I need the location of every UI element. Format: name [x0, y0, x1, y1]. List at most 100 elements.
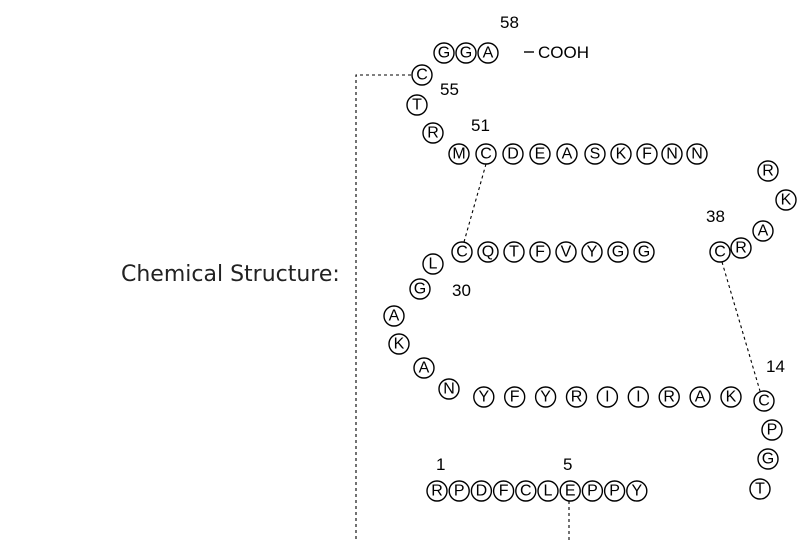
residue-letter: P	[587, 483, 598, 500]
residue-circle	[720, 386, 742, 408]
residue: N	[661, 143, 683, 165]
residue-letter: A	[483, 45, 494, 62]
residue: G	[633, 241, 655, 263]
residue-letter: F	[535, 244, 545, 261]
residue: C	[411, 64, 433, 86]
residue: F	[504, 386, 526, 408]
residue: K	[610, 143, 632, 165]
residue: A	[752, 220, 774, 242]
residue-circle	[626, 480, 648, 502]
residue: R	[426, 480, 448, 502]
residue-letter: F	[510, 389, 520, 406]
residue: V	[555, 241, 577, 263]
residue: G	[433, 42, 455, 64]
residue: K	[388, 333, 410, 355]
residue-letter: P	[454, 483, 465, 500]
residue-letter: L	[544, 483, 553, 500]
residue-letter: T	[509, 244, 519, 261]
residue-circle	[492, 480, 515, 502]
residue-letter: A	[419, 360, 430, 377]
residue-circle	[581, 480, 604, 502]
residue-circle	[584, 143, 606, 165]
residue: K	[775, 189, 797, 211]
residue: S	[584, 143, 606, 165]
residue-circle	[433, 42, 455, 64]
residue: E	[529, 143, 551, 165]
residue-circle	[559, 480, 581, 502]
residue: D	[470, 480, 493, 502]
residue-letter: T	[412, 97, 422, 114]
residue-circle	[475, 143, 497, 165]
residue: C	[515, 480, 537, 502]
residue-circle	[529, 241, 551, 263]
residue: L	[537, 480, 559, 502]
position-label: 14	[766, 357, 785, 376]
residue: R	[658, 386, 680, 408]
residue-circle	[757, 160, 779, 182]
position-label: 58	[500, 13, 519, 32]
residue: G	[757, 448, 779, 470]
residue-circle	[448, 480, 470, 502]
residue-letter: Y	[540, 389, 551, 406]
residue: Q	[477, 241, 499, 263]
residue-letter: R	[762, 163, 774, 180]
residue-circle	[504, 386, 526, 408]
residue-letter: C	[480, 146, 492, 163]
residue-letter: K	[394, 336, 405, 353]
residue: T	[749, 478, 771, 500]
residue-letter: C	[416, 67, 428, 84]
residue-letter: N	[691, 146, 703, 163]
residue: T	[406, 94, 428, 116]
residue: G	[409, 278, 431, 300]
residue: P	[581, 480, 604, 502]
residue: N	[686, 143, 708, 165]
residue: E	[559, 480, 581, 502]
residue-circle	[503, 241, 525, 263]
residue-letter: A	[758, 223, 769, 240]
residue: I	[596, 386, 619, 408]
residue: A	[556, 143, 578, 165]
residue: F	[636, 143, 658, 165]
residue-circle	[406, 94, 428, 116]
residue-circle	[422, 253, 444, 275]
residue-letter: R	[427, 125, 439, 142]
residue: C	[753, 390, 775, 412]
residue-letter: V	[561, 244, 572, 261]
position-label: 38	[706, 207, 725, 226]
residue-letter: G	[414, 281, 426, 298]
position-label: 5	[563, 455, 572, 474]
residue: C	[709, 241, 731, 263]
disulfide-bonds	[355, 74, 761, 542]
residue-circle	[603, 480, 626, 502]
residue-circle	[555, 241, 577, 263]
c-terminus-label: COOH	[538, 43, 589, 62]
residue-circle	[556, 143, 578, 165]
residue-letter: Q	[482, 244, 494, 261]
residue: A	[477, 42, 499, 64]
residue: G	[455, 42, 477, 64]
residue-letter: R	[431, 483, 443, 500]
residue: P	[448, 480, 470, 502]
residue-letter: D	[507, 146, 519, 163]
residue-letter: F	[642, 146, 652, 163]
residue-circle	[757, 448, 779, 470]
position-label: 1	[436, 455, 445, 474]
disulfide-bond-5-55-upper	[355, 74, 411, 542]
residue-letter: A	[562, 146, 573, 163]
residue-circle	[775, 189, 797, 211]
position-label: 30	[452, 281, 471, 300]
residue-letter: G	[762, 451, 774, 468]
residue: C	[451, 241, 473, 263]
residue-circle	[455, 42, 477, 64]
residue-circle	[565, 386, 588, 408]
residue: Y	[581, 241, 603, 263]
residue: F	[529, 241, 551, 263]
residue-letter: K	[781, 192, 792, 209]
residue-circle	[388, 333, 410, 355]
residue-circle	[661, 143, 683, 165]
residue: Y	[626, 480, 648, 502]
residue-letter: G	[438, 45, 450, 62]
residue-circle	[515, 480, 537, 502]
